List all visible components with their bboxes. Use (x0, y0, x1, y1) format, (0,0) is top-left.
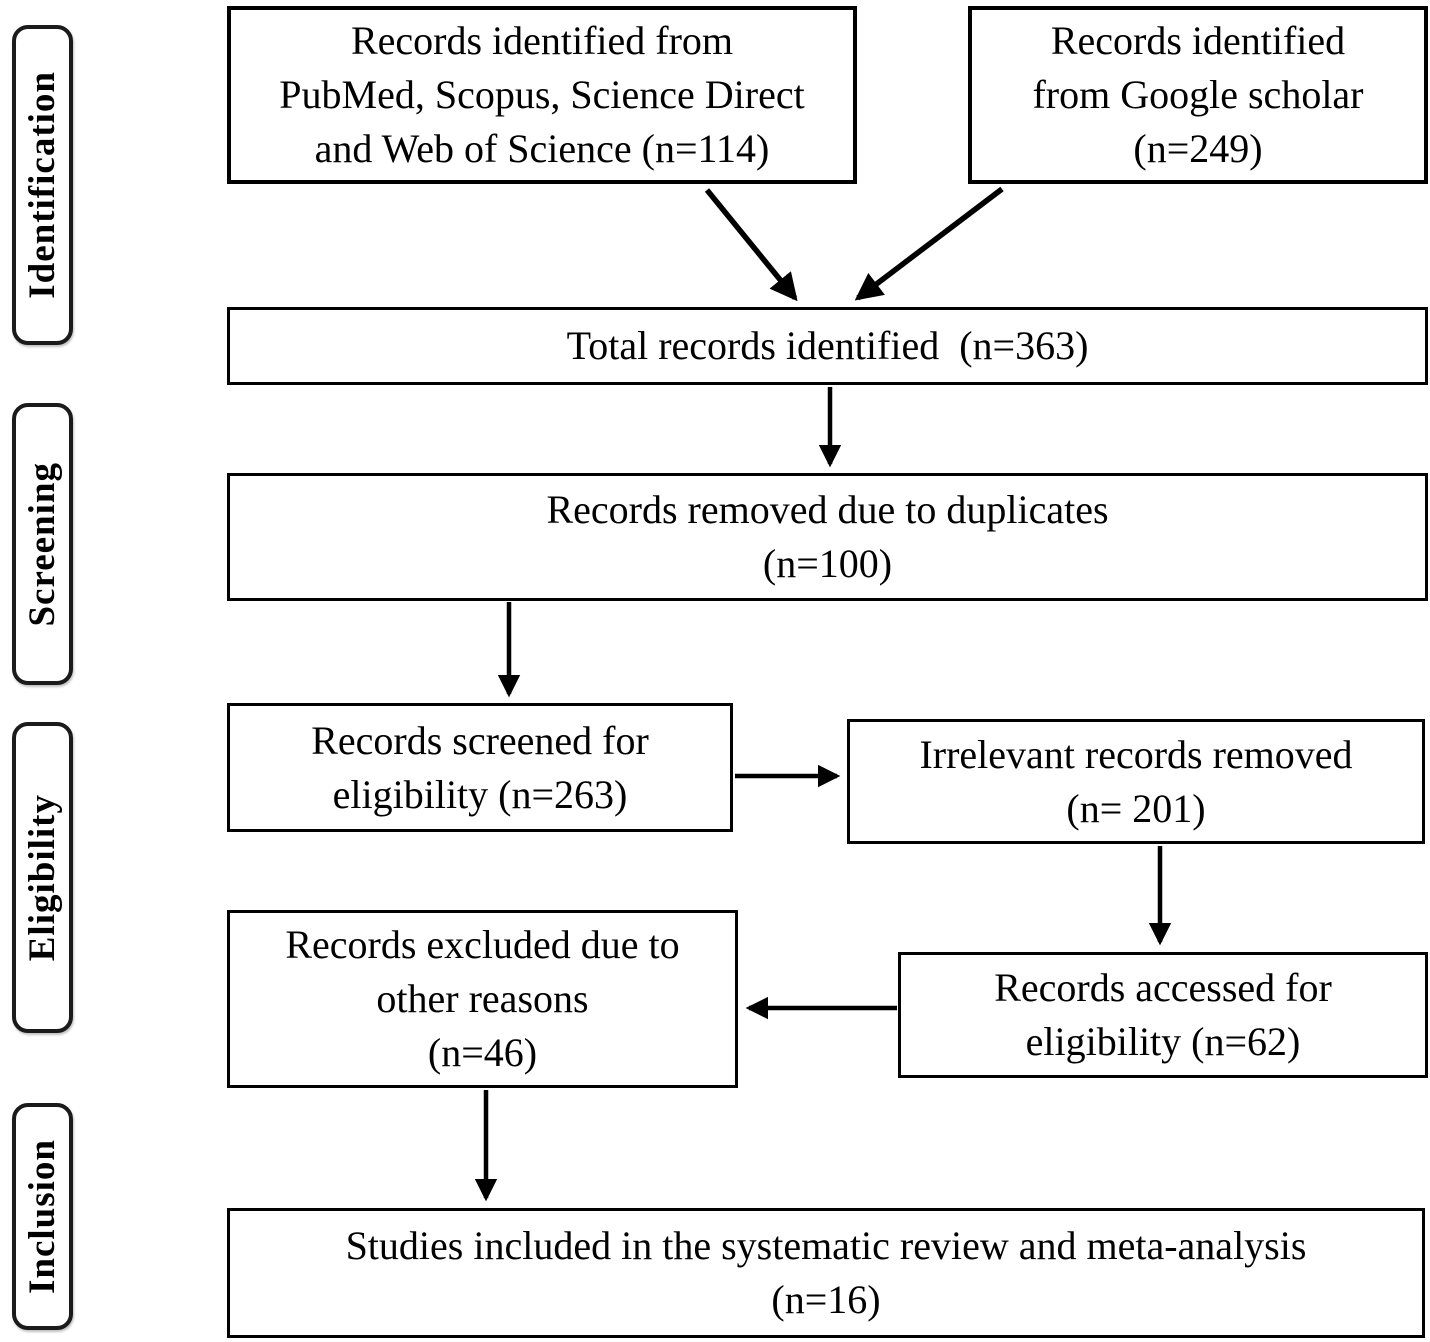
box-text-line: Records screened for (311, 717, 649, 763)
box-text-line: PubMed, Scopus, Science Direct (279, 72, 805, 117)
box-text-line: Records excluded due to (285, 922, 680, 967)
box-text-line: Records accessed for (994, 965, 1332, 1010)
box-text-line: Records removed due to duplicates (546, 487, 1109, 532)
box-records-identified-databases: Records identified from PubMed, Scopus, … (227, 6, 857, 184)
box-text-line: (n=249) (1133, 126, 1263, 171)
stage-label-screening: Screening (12, 403, 73, 685)
box-text-line: eligibility (n=62) (1025, 1019, 1301, 1064)
box-text-line: (n=16) (771, 1277, 881, 1322)
stage-label-screening-text: Screening (22, 461, 63, 627)
box-text-line: Irrelevant records removed (919, 731, 1353, 777)
stage-label-inclusion-text: Inclusion (22, 1138, 63, 1294)
box-records-screened-eligibility: Records screened for eligibility (n=263) (227, 703, 733, 832)
box-text-line: Records identified (1050, 18, 1346, 63)
arrow-databases-to-total (704, 188, 798, 302)
box-records-accessed-eligibility: Records accessed for eligibility (n=62) (898, 952, 1428, 1078)
arrow-google-to-total (854, 186, 1004, 301)
box-irrelevant-records-removed: Irrelevant records removed (n= 201) (847, 719, 1425, 844)
box-text-line: from Google scholar (1032, 72, 1364, 117)
stage-label-identification: Identification (12, 25, 73, 345)
stage-label-inclusion: Inclusion (12, 1103, 73, 1330)
box-text-line: eligibility (n=263) (332, 771, 628, 817)
box-records-excluded-other-reasons: Records excluded due to other reasons (n… (227, 910, 738, 1088)
stage-label-eligibility: Eligibility (12, 722, 73, 1033)
box-records-identified-google-scholar: Records identified from Google scholar (… (968, 6, 1428, 184)
box-total-records-identified: Total records identified (n=363) (227, 307, 1428, 385)
box-text-line: (n= 201) (1066, 785, 1206, 831)
box-text-line: Studies included in the systematic revie… (345, 1223, 1307, 1268)
box-text-line: Records identified from (350, 18, 734, 63)
box-text-line: (n=46) (427, 1030, 538, 1075)
box-text-line: and Web of Science (n=114) (314, 126, 770, 171)
box-text-line: other reasons (376, 976, 589, 1021)
stage-label-eligibility-text: Eligibility (22, 793, 63, 962)
stage-label-identification-text: Identification (22, 71, 63, 299)
box-text-line: (n=100) (762, 541, 893, 586)
box-records-removed-duplicates: Records removed due to duplicates (n=100… (227, 473, 1428, 601)
box-text-line: Total records identified (n=363) (566, 323, 1089, 368)
box-studies-included-review: Studies included in the systematic revie… (227, 1208, 1425, 1338)
